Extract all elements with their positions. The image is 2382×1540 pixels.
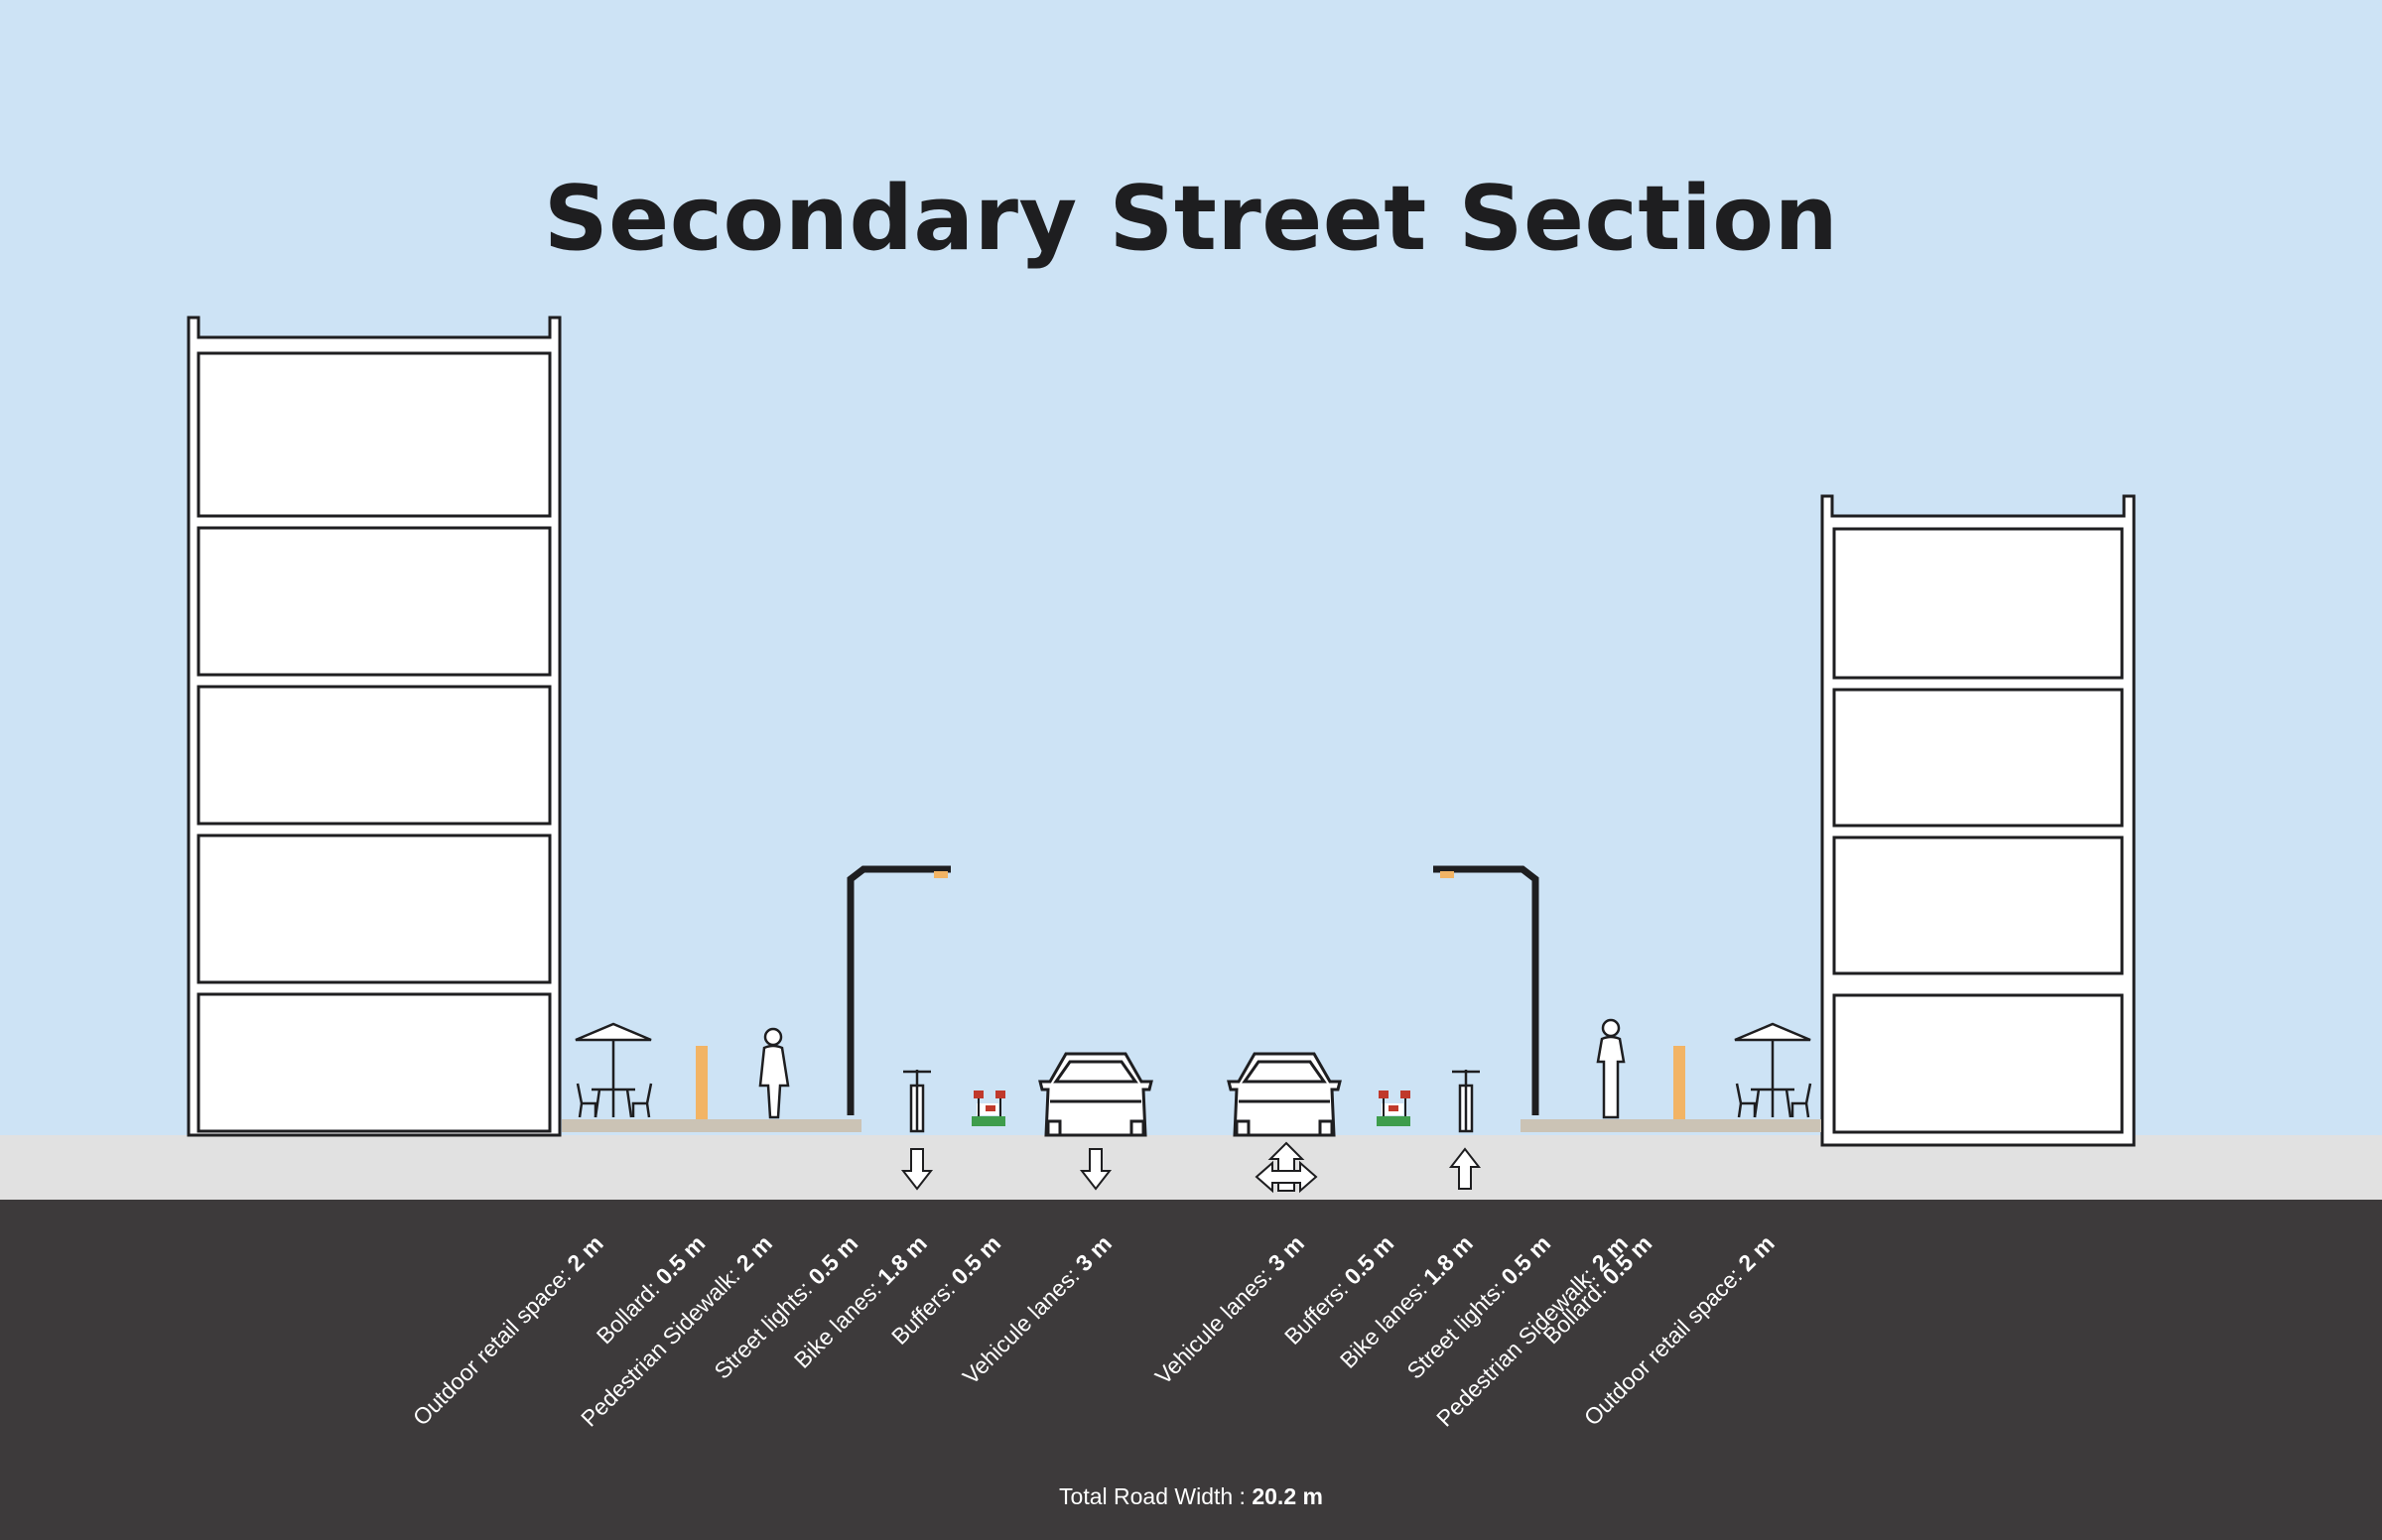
left-street-light-icon <box>847 865 951 1115</box>
down-arrow-icon <box>900 1148 934 1191</box>
right-bollard-icon <box>1673 1046 1685 1119</box>
building-floor <box>1832 835 2124 975</box>
right-building <box>1820 494 2136 1147</box>
total-road-width: Total Road Width : 20.2 m <box>1059 1483 1323 1509</box>
right-outdoor-cafe-icon <box>1734 1022 1812 1118</box>
building-floor <box>197 526 552 677</box>
left-outdoor-cafe-icon <box>575 1022 653 1118</box>
building-floor <box>1832 688 2124 828</box>
left-bollard-icon <box>696 1046 708 1119</box>
right-sidewalk-slab <box>1521 1119 1821 1132</box>
asphalt-legend-area <box>0 1200 2382 1540</box>
building-floor <box>1832 527 2124 680</box>
multi-direction-arrow-icon <box>1255 1141 1318 1194</box>
building-floor <box>197 685 552 826</box>
diagram-title: Secondary Street Section <box>543 167 1839 271</box>
down-arrow-icon <box>1079 1148 1113 1191</box>
left-planter-icon <box>972 1091 1005 1126</box>
right-street-light-icon <box>1433 865 1539 1115</box>
right-car-icon <box>1227 1052 1342 1137</box>
building-floor <box>197 834 552 984</box>
left-sidewalk-slab <box>562 1119 861 1132</box>
left-car-icon <box>1038 1052 1153 1137</box>
right-pedestrian-icon <box>1596 1018 1626 1119</box>
up-arrow-icon <box>1448 1147 1482 1190</box>
left-building <box>187 316 562 1137</box>
building-floor <box>197 992 552 1133</box>
right-bicycle-icon <box>1452 1070 1480 1133</box>
building-floor <box>1832 993 2124 1134</box>
left-bicycle-icon <box>903 1070 931 1133</box>
left-pedestrian-icon <box>758 1027 790 1119</box>
building-floor <box>197 351 552 518</box>
right-planter-icon <box>1377 1091 1410 1126</box>
